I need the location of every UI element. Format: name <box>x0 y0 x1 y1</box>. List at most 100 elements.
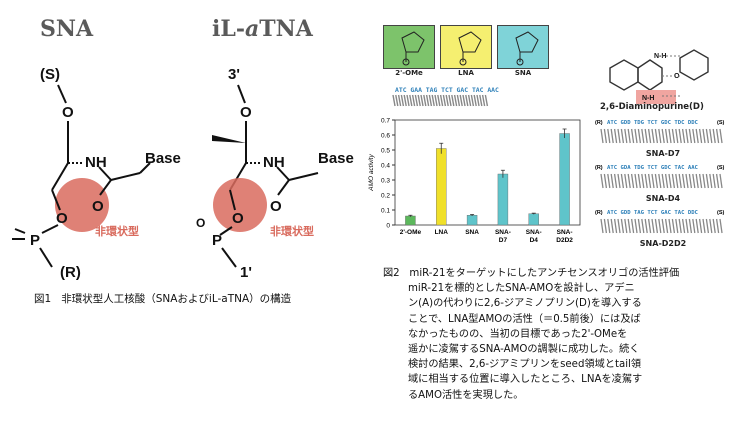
sna-title: SNA <box>40 16 94 42</box>
bar <box>436 148 447 226</box>
helix-stroke <box>397 94 402 107</box>
helix-stroke <box>439 94 444 107</box>
strand-end-left: (R) <box>595 120 603 126</box>
svg-text:O: O <box>240 104 252 121</box>
x-tick-label: SNA <box>465 229 479 236</box>
svg-text:Base: Base <box>145 150 181 167</box>
helix-stroke <box>428 94 433 107</box>
caption-line: miR-21を標的としたSNA-AMOを設計し、アデニ <box>408 283 635 295</box>
caption-line: ン(A)の代わりに2,6-ジアミノプリン(D)を導入する <box>408 298 642 310</box>
svg-text:O: O <box>196 216 205 230</box>
strand-end-left: (R) <box>595 165 603 171</box>
caption-line: るAMO活性を実現した。 <box>408 389 524 401</box>
diaminopurine-molecule: N-H O N-H <box>609 49 709 104</box>
bar <box>466 215 478 226</box>
svg-text:NH: NH <box>85 154 107 171</box>
bar <box>497 173 509 226</box>
variant-seq: ATC GDD TAG TCT GAC TAC DDC <box>607 210 698 216</box>
caption-line: なかったものの、当初の目標であった2'-OMeを <box>408 328 628 340</box>
svg-text:(S): (S) <box>40 66 60 83</box>
svg-text:NH: NH <box>263 154 285 171</box>
strand-end-right: (S) <box>717 210 725 216</box>
helix-stroke <box>400 94 405 107</box>
helix-stroke <box>409 94 413 107</box>
svg-text:ATC GAA TAG TCT GAC TAC AAC: ATC GAA TAG TCT GAC TAC AAC <box>395 86 499 94</box>
helix-stroke <box>481 94 486 107</box>
helix-stroke <box>462 94 466 107</box>
y-tick-label: 0.2 <box>381 193 390 200</box>
svg-text:Base: Base <box>318 150 354 167</box>
helix-stroke <box>445 94 449 107</box>
variant-seq: ATC GDD TDG TCT GDC TDC DDC <box>607 120 698 126</box>
svg-text:(R): (R) <box>60 264 81 281</box>
svg-text:O: O <box>674 73 680 80</box>
plot-frame <box>394 119 581 226</box>
monomer-panel <box>497 25 549 69</box>
monomer-panel <box>440 25 492 69</box>
helix-stroke <box>437 94 441 107</box>
monomer-panel-label: LNA <box>458 69 474 77</box>
sna-structure: (S) O NH O Base O 非環状型 P (R) <box>12 66 181 281</box>
helix-stroke <box>403 94 407 107</box>
svg-text:P: P <box>30 232 40 249</box>
x-tick-label: D7 <box>499 237 508 244</box>
helix-stroke <box>406 94 410 107</box>
x-tick-label: 2'-OMe <box>400 229 422 236</box>
bar <box>528 213 539 226</box>
itna-title: iL-aTNA <box>212 16 313 42</box>
itna-structure: 3' O NH O Base O 非環状型 P O 1' <box>196 66 354 281</box>
figure2-caption: 図2 miR-21をターゲットにしたアンチセンスオリゴの活性評価 miR-21を… <box>383 266 713 403</box>
x-tick-label: SNA- <box>557 229 573 236</box>
monomer-panel-label: SNA <box>514 69 532 77</box>
helix-stroke <box>392 94 396 107</box>
helix-stroke <box>456 94 461 107</box>
structure-diagram: (S) O NH O Base O 非環状型 P (R) 3' O NH <box>12 66 354 281</box>
caption-line: 遥かに凌駕するSNA-AMOの調製に成功した。続く <box>408 344 640 356</box>
bar <box>559 133 570 226</box>
y-axis-label: AMO activity <box>368 154 375 192</box>
dap-label: 2,6-Diaminopurine(D) <box>600 102 704 112</box>
svg-text:O: O <box>232 210 244 227</box>
helix-stroke <box>442 94 447 107</box>
svg-text:1': 1' <box>240 264 252 281</box>
helix-stroke <box>425 94 430 107</box>
y-tick-label: 0.3 <box>381 178 390 185</box>
helix-stroke <box>417 94 421 107</box>
helix-stroke <box>395 94 399 107</box>
svg-text:O: O <box>62 104 74 121</box>
svg-text:非環状型: 非環状型 <box>270 224 314 238</box>
y-tick-label: 0 <box>386 223 390 230</box>
helix-stroke <box>484 94 489 107</box>
monomer-panel <box>383 25 435 69</box>
helix-stroke <box>476 94 480 107</box>
y-tick-label: 0.1 <box>381 208 390 215</box>
svg-text:3': 3' <box>228 66 240 83</box>
y-tick-label: 0.5 <box>381 148 390 155</box>
y-tick-label: 0.6 <box>381 133 390 140</box>
strand-end-right: (S) <box>717 165 725 171</box>
caption-line: ことで、LNA型AMOの活性（＝0.5前後）には及ば <box>408 313 641 325</box>
x-tick-label: LNA <box>435 229 449 236</box>
strand-end-left: (R) <box>595 210 603 216</box>
svg-text:O: O <box>270 198 282 215</box>
monomer-panel-label: 2'-OMe <box>395 69 423 77</box>
variant-name: SNA-D4 <box>645 194 681 203</box>
svg-text:N-H: N-H <box>654 53 666 60</box>
helix-stroke <box>434 94 438 107</box>
monomer-panels: 2'-OMe LNA SNA <box>383 25 553 83</box>
helix-stroke <box>473 94 477 107</box>
duplex-top: ATC GAA TAG TCT GAC TAC AAC <box>392 86 499 107</box>
helix-stroke <box>420 94 424 107</box>
x-tick-label: SNA- <box>495 229 511 236</box>
bar <box>405 215 416 226</box>
helix-stroke <box>414 94 419 107</box>
helix-stroke <box>411 94 416 107</box>
helix-stroke <box>453 94 458 107</box>
svg-text:O: O <box>92 198 104 215</box>
y-tick-label: 0.4 <box>381 163 390 170</box>
svg-text:非環状型: 非環状型 <box>95 224 139 238</box>
variant-name: SNA-D7 <box>645 149 681 158</box>
helix-stroke <box>448 94 452 107</box>
helix-stroke <box>423 94 427 107</box>
